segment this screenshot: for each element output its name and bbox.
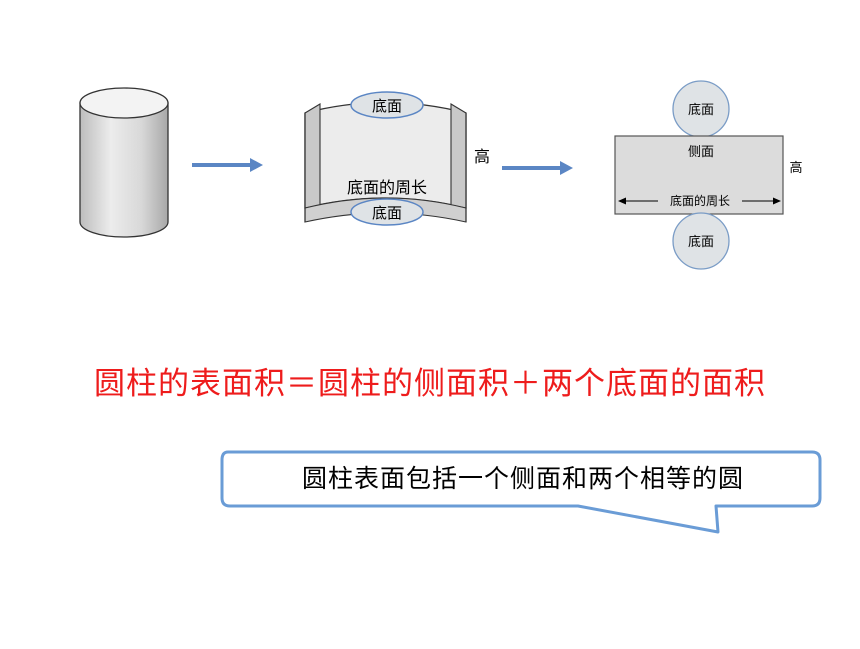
callout-bubble (220, 450, 822, 534)
callout-text: 圆柱表面包括一个侧面和两个相等的圆 (301, 464, 744, 493)
top-base-circle (350, 91, 424, 119)
net-height-label: 高 (789, 160, 802, 176)
bottom-base-circle (350, 198, 424, 226)
arrow-right-icon (192, 158, 263, 172)
net-side-label: 侧面 (688, 145, 714, 160)
net-circumference-label: 底面的周长 (670, 193, 730, 208)
height-label: 高 (474, 147, 490, 166)
net-top-circle-label: 底面 (688, 102, 714, 118)
surface-area-formula: 圆柱的表面积＝圆柱的侧面积＋两个底面的面积 (94, 366, 766, 402)
arrow-right-icon (502, 161, 573, 175)
circumference-label: 底面的周长 (347, 178, 427, 197)
top-base-label: 底面 (372, 97, 402, 115)
bottom-base-label: 底面 (372, 204, 402, 222)
net-circumference-arrow (618, 197, 781, 205)
net-bottom-circle-label: 底面 (688, 234, 714, 250)
cylinder (79, 87, 169, 238)
unrolling-surface (304, 101, 467, 223)
net-bottom-circle (672, 212, 730, 270)
